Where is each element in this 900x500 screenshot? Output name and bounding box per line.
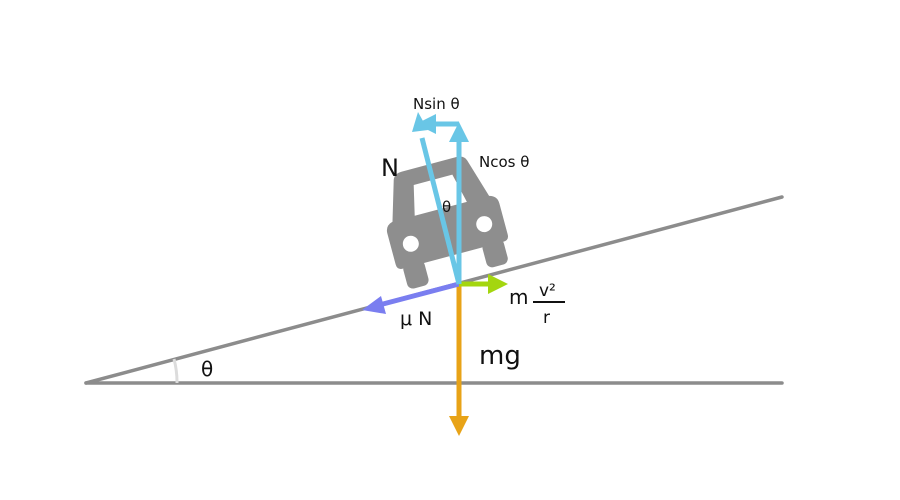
theta-incline-label: θ [201, 357, 213, 381]
centripetal-denominator-label: r [543, 308, 550, 328]
centripetal-arrow [459, 274, 508, 294]
normal-vertical-label: Ncos θ [479, 153, 529, 171]
normal-horizontal-label: Nsin θ [413, 95, 460, 113]
weight-arrow [449, 284, 469, 436]
normal-force-label: N [381, 154, 399, 182]
normal-vertical-component-arrow [449, 122, 469, 284]
incline-angle-arc [172, 358, 179, 384]
normal-horizontal-component-arrow [416, 114, 459, 134]
centripetal-label: m v² r [509, 281, 565, 328]
weight-label: mg [479, 341, 521, 371]
friction-arrow [362, 281, 460, 314]
theta-normal-label: θ [442, 198, 451, 216]
car-icon [386, 156, 508, 289]
centripetal-m-label: m [509, 285, 528, 309]
friction-label: μ N [400, 308, 432, 330]
centripetal-numerator-label: v² [539, 281, 556, 301]
